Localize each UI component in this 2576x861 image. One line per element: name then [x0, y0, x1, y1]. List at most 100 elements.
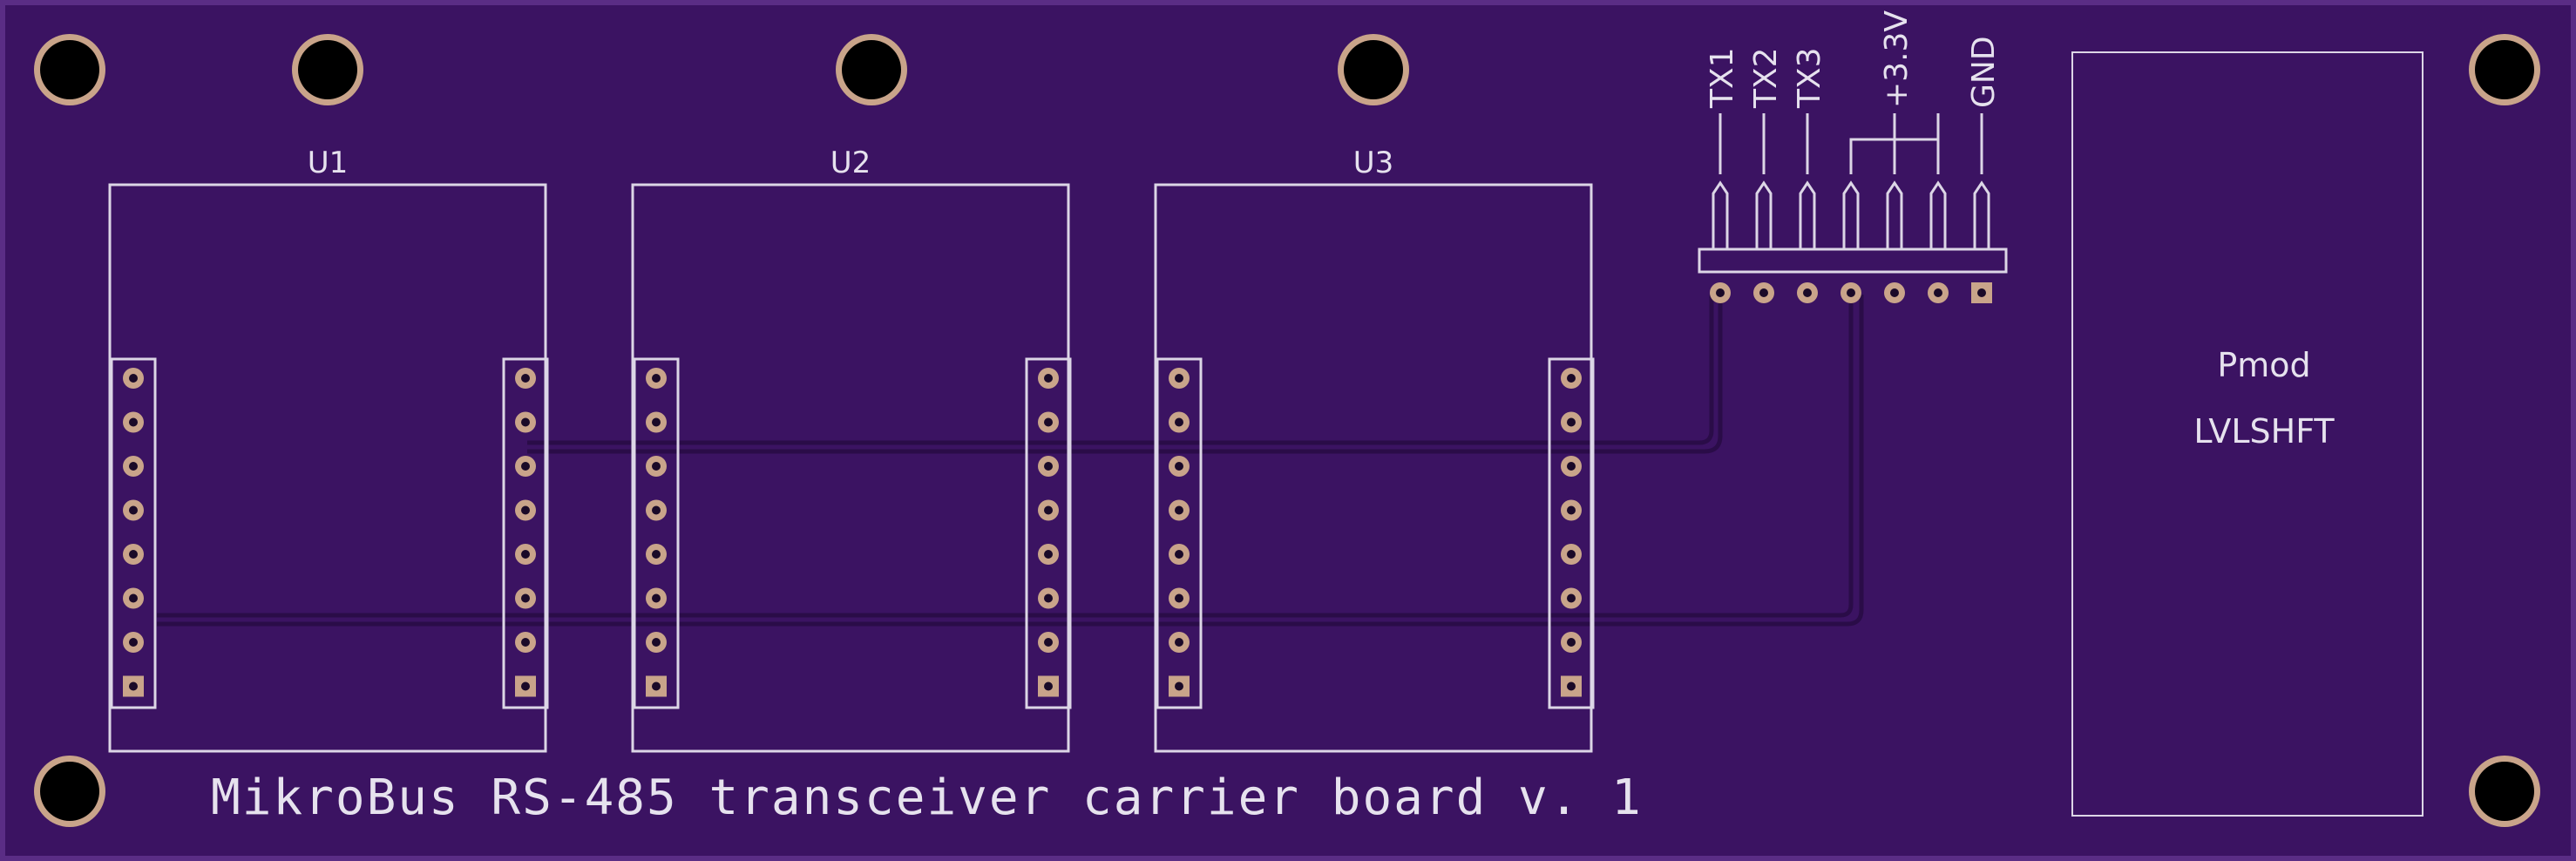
pad-drill	[1934, 288, 1942, 297]
mounting-hole	[292, 34, 363, 105]
pad-drill	[1567, 462, 1576, 471]
pad-drill	[129, 550, 138, 559]
header-outline	[110, 357, 157, 709]
pad-drill	[1803, 288, 1812, 297]
mounting-hole	[34, 756, 105, 827]
pad-drill	[129, 638, 138, 647]
pad-drill	[1716, 288, 1725, 297]
mounting-hole-drill	[842, 40, 901, 99]
module-header-left	[633, 357, 680, 709]
power-bracket	[1849, 113, 1940, 174]
pad-drill	[652, 550, 661, 559]
header-outline	[1025, 357, 1072, 709]
pad-drill	[129, 505, 138, 515]
mounting-hole	[836, 34, 907, 105]
mounting-hole	[2469, 756, 2540, 827]
header-body	[1698, 247, 2008, 274]
pmod-label-line2: LVLSHFT	[2193, 412, 2335, 451]
module-header-left	[1156, 357, 1203, 709]
trace-power-inner	[157, 295, 1854, 618]
header-pin-label: TX1	[1705, 47, 1740, 109]
pad-drill	[521, 638, 530, 647]
mounting-hole-drill	[2475, 40, 2534, 99]
header-pin-label: GND	[1966, 36, 2002, 108]
module-header-right	[1548, 357, 1595, 709]
header-pin-lead	[1799, 180, 1816, 249]
pad-drill	[129, 462, 138, 471]
module-outline	[631, 183, 1070, 753]
pad-drill	[652, 462, 661, 471]
module-header-right	[1025, 357, 1072, 709]
pad-drill	[1977, 288, 1986, 297]
header-pin-lead	[1886, 180, 1903, 249]
trace-tx1	[527, 295, 1723, 454]
pad-drill	[521, 417, 530, 427]
pad-drill	[1567, 417, 1576, 427]
pad-drill	[1044, 638, 1053, 647]
module-header-left	[110, 357, 157, 709]
pad-drill	[1044, 462, 1053, 471]
pad-drill	[1044, 374, 1053, 383]
pad-drill	[1567, 681, 1576, 691]
pad-drill	[1044, 417, 1053, 427]
module-label: U1	[308, 146, 349, 180]
pmod-module: Pmod LVLSHFT	[2071, 51, 2423, 817]
pad-drill	[521, 374, 530, 383]
pad-drill	[1044, 505, 1053, 515]
pmod-outline	[2071, 51, 2423, 817]
pad-drill	[652, 681, 661, 691]
pad-drill	[129, 593, 138, 603]
header-pin-label: TX2	[1748, 47, 1784, 109]
mounting-hole-drill	[40, 762, 99, 821]
header-pin-lead	[1973, 180, 1990, 249]
header-outline	[1548, 357, 1595, 709]
pad-drill	[652, 417, 661, 427]
header-pin-label: +3.3V	[1879, 10, 1915, 108]
pad-drill	[1567, 505, 1576, 515]
header-pin-lead	[1755, 180, 1773, 249]
pad-drill	[652, 505, 661, 515]
header-pin-label: TX3	[1792, 47, 1827, 109]
trace-tx1-inner	[527, 295, 1714, 445]
pad-drill	[1890, 288, 1899, 297]
pad-drill	[652, 374, 661, 383]
pad-drill	[1759, 288, 1768, 297]
pad-drill	[521, 462, 530, 471]
mounting-hole	[1338, 34, 1409, 105]
pad-drill	[521, 550, 530, 559]
header-outline	[1156, 357, 1203, 709]
header-pin-lead	[1929, 180, 1947, 249]
mounting-hole-drill	[298, 40, 357, 99]
pad-drill	[652, 638, 661, 647]
module-header-right	[502, 357, 549, 709]
pad-drill	[1175, 505, 1183, 515]
header-pin-lead	[1842, 180, 1860, 249]
pad-drill	[129, 417, 138, 427]
pad-drill	[1044, 681, 1053, 691]
pad-drill	[1567, 374, 1576, 383]
pad-drill	[521, 505, 530, 515]
module-u1: U1	[108, 146, 549, 753]
pad-drill	[521, 681, 530, 691]
pad-drill	[652, 593, 661, 603]
module-outline	[108, 183, 547, 753]
pad-drill	[1044, 550, 1053, 559]
mounting-hole-drill	[2475, 762, 2534, 821]
pad-drill	[1567, 638, 1576, 647]
header-pin-lead	[1712, 180, 1729, 249]
pmod-label-line1: Pmod	[2217, 346, 2310, 384]
mounting-holes	[34, 34, 2540, 827]
pad-drill	[1175, 638, 1183, 647]
pad-drill	[521, 593, 530, 603]
module-outline	[1154, 183, 1593, 753]
header-outline	[633, 357, 680, 709]
mounting-hole-drill	[1344, 40, 1403, 99]
pad-drill	[1044, 593, 1053, 603]
pad-drill	[1567, 593, 1576, 603]
copper-traces	[157, 295, 1864, 627]
pad-drill	[1175, 417, 1183, 427]
